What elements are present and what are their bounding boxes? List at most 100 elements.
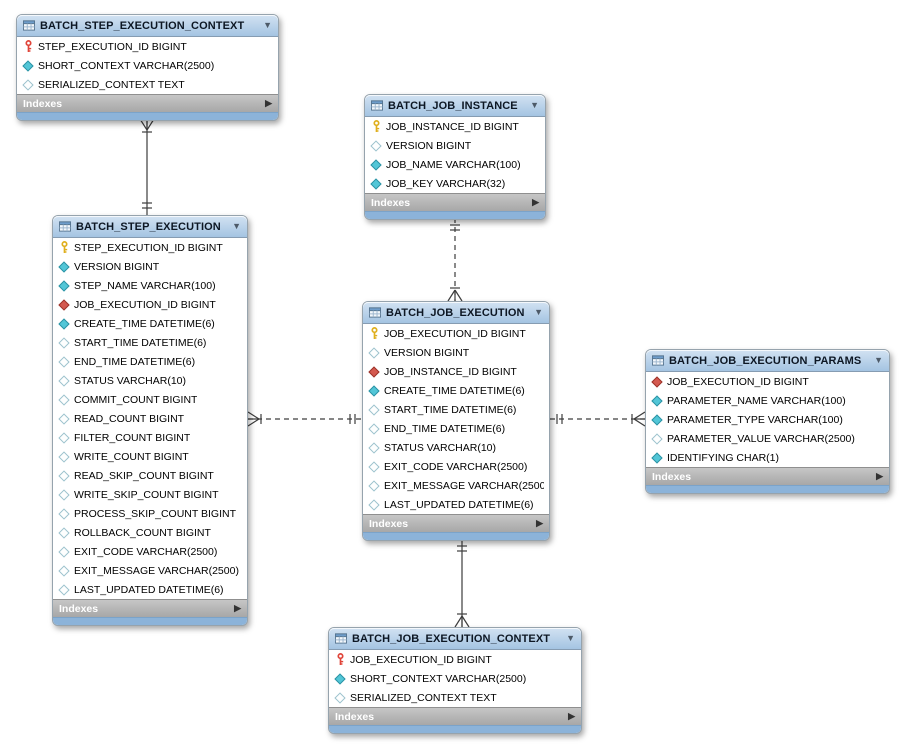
column-row[interactable]: VERSION BIGINT: [363, 343, 549, 362]
relationship-batch_job_execution--batch_job_execution_context[interactable]: [454, 539, 470, 628]
collapse-triangle-icon[interactable]: ▼: [534, 307, 543, 317]
indexes-bar[interactable]: Indexes ▶: [329, 707, 581, 725]
column-row[interactable]: JOB_EXECUTION_ID BIGINT: [53, 295, 247, 314]
expand-arrow-icon[interactable]: ▶: [568, 711, 575, 721]
column-row[interactable]: START_TIME DATETIME(6): [53, 333, 247, 352]
column-row[interactable]: LAST_UPDATED DATETIME(6): [363, 495, 549, 514]
table-icon: [652, 354, 664, 367]
table-title: BATCH_STEP_EXECUTION_CONTEXT: [40, 19, 245, 32]
column-row[interactable]: SHORT_CONTEXT VARCHAR(2500): [329, 669, 581, 688]
collapse-triangle-icon[interactable]: ▼: [566, 633, 575, 643]
column-row[interactable]: END_TIME DATETIME(6): [53, 352, 247, 371]
column-row[interactable]: PARAMETER_VALUE VARCHAR(2500): [646, 429, 889, 448]
indexes-bar[interactable]: Indexes ▶: [646, 467, 889, 485]
column-row[interactable]: JOB_EXECUTION_ID BIGINT: [646, 372, 889, 391]
column-label: COMMIT_COUNT BIGINT: [74, 393, 198, 406]
column-row[interactable]: EXIT_MESSAGE VARCHAR(2500): [363, 476, 549, 495]
column-label: END_TIME DATETIME(6): [384, 422, 506, 435]
column-row[interactable]: ROLLBACK_COUNT BIGINT: [53, 523, 247, 542]
column-row[interactable]: STEP_EXECUTION_ID BIGINT: [17, 37, 278, 56]
table-header[interactable]: BATCH_JOB_EXECUTION_CONTEXT ▼: [329, 628, 581, 650]
collapse-triangle-icon[interactable]: ▼: [232, 221, 241, 231]
indexes-bar[interactable]: Indexes▶: [365, 193, 545, 211]
column-row[interactable]: PARAMETER_TYPE VARCHAR(100): [646, 410, 889, 429]
column-row[interactable]: IDENTIFYING CHAR(1): [646, 448, 889, 467]
column-label: START_TIME DATETIME(6): [384, 403, 517, 416]
column-row[interactable]: SERIALIZED_CONTEXT TEXT: [17, 75, 278, 94]
expand-arrow-icon[interactable]: ▶: [536, 518, 543, 528]
table-title: BATCH_JOB_EXECUTION_CONTEXT: [352, 632, 551, 645]
table-header[interactable]: BATCH_JOB_EXECUTION_PARAMS▼: [646, 350, 889, 372]
column-row[interactable]: PARAMETER_NAME VARCHAR(100): [646, 391, 889, 410]
collapse-triangle-icon[interactable]: ▼: [530, 100, 539, 110]
table-batch_job_execution[interactable]: BATCH_JOB_EXECUTION▼JOB_EXECUTION_ID BIG…: [362, 301, 550, 541]
column-row[interactable]: READ_SKIP_COUNT BIGINT: [53, 466, 247, 485]
not-null-diamond-icon: [58, 260, 70, 273]
table-batch_step_execution_context[interactable]: BATCH_STEP_EXECUTION_CONTEXT ▼ STEP_EXECUT…: [16, 14, 279, 121]
indexes-label: Indexes: [652, 470, 692, 483]
nullable-diamond-icon: [370, 139, 382, 152]
column-row[interactable]: JOB_NAME VARCHAR(100): [365, 155, 545, 174]
column-row[interactable]: EXIT_MESSAGE VARCHAR(2500): [53, 561, 247, 580]
expand-arrow-icon[interactable]: ▶: [532, 197, 539, 207]
collapse-triangle-icon[interactable]: ▼: [874, 355, 883, 365]
indexes-bar[interactable]: Indexes▶: [17, 94, 278, 112]
column-row[interactable]: VERSION BIGINT: [365, 136, 545, 155]
column-row[interactable]: JOB_EXECUTION_ID BIGINT: [363, 324, 549, 343]
collapse-triangle-icon[interactable]: ▼: [263, 20, 272, 30]
relationship-batch_step_execution--batch_job_execution[interactable]: [247, 411, 362, 427]
column-row[interactable]: JOB_INSTANCE_ID BIGINT: [363, 362, 549, 381]
column-row[interactable]: EXIT_CODE VARCHAR(2500): [363, 457, 549, 476]
column-row[interactable]: READ_COUNT BIGINT: [53, 409, 247, 428]
relationship-batch_job_instance--batch_job_execution[interactable]: [447, 218, 463, 302]
indexes-label: Indexes: [59, 602, 99, 615]
column-row[interactable]: FILTER_COUNT BIGINT: [53, 428, 247, 447]
table-batch_step_execution[interactable]: BATCH_STEP_EXECUTION▼STEP_EXECUTION_ID B…: [52, 215, 248, 626]
column-label: SHORT_CONTEXT VARCHAR(2500): [38, 59, 215, 72]
column-row[interactable]: JOB_INSTANCE_ID BIGINT: [365, 117, 545, 136]
column-row[interactable]: SHORT_CONTEXT VARCHAR(2500): [17, 56, 278, 75]
column-row[interactable]: EXIT_CODE VARCHAR(2500): [53, 542, 247, 561]
column-row[interactable]: START_TIME DATETIME(6): [363, 400, 549, 419]
table-batch_job_execution_params[interactable]: BATCH_JOB_EXECUTION_PARAMS▼JOB_EXECUTION…: [645, 349, 890, 494]
expand-arrow-icon[interactable]: ▶: [234, 603, 241, 613]
table-icon: [23, 19, 35, 32]
column-row[interactable]: STEP_EXECUTION_ID BIGINT: [53, 238, 247, 257]
indexes-bar[interactable]: Indexes ▶: [53, 599, 247, 617]
table-batch_job_execution_context[interactable]: BATCH_JOB_EXECUTION_CONTEXT ▼ JOB_EXECUTIO…: [328, 627, 582, 734]
table-header[interactable]: BATCH_JOB_EXECUTION▼: [363, 302, 549, 324]
column-row[interactable]: COMMIT_COUNT BIGINT: [53, 390, 247, 409]
nullable-diamond-icon: [58, 393, 70, 406]
column-row[interactable]: WRITE_COUNT BIGINT: [53, 447, 247, 466]
relationship-batch_job_execution--batch_job_execution_params[interactable]: [550, 411, 646, 427]
column-row[interactable]: CREATE_TIME DATETIME(6): [53, 314, 247, 333]
column-label: PARAMETER_TYPE VARCHAR(100): [667, 413, 843, 426]
column-row[interactable]: PROCESS_SKIP_COUNT BIGINT: [53, 504, 247, 523]
column-row[interactable]: JOB_EXECUTION_ID BIGINT: [329, 650, 581, 669]
indexes-bar[interactable]: Indexes▶: [363, 514, 549, 532]
expand-arrow-icon[interactable]: ▶: [265, 98, 272, 108]
expand-arrow-icon[interactable]: ▶: [876, 471, 883, 481]
column-row[interactable]: STATUS VARCHAR(10): [53, 371, 247, 390]
column-row[interactable]: STEP_NAME VARCHAR(100): [53, 276, 247, 295]
column-row[interactable]: STATUS VARCHAR(10): [363, 438, 549, 457]
column-label: EXIT_CODE VARCHAR(2500): [384, 460, 528, 473]
column-row[interactable]: LAST_UPDATED DATETIME(6): [53, 580, 247, 599]
column-row[interactable]: VERSION BIGINT: [53, 257, 247, 276]
nullable-diamond-icon: [368, 498, 380, 511]
nullable-diamond-icon: [58, 336, 70, 349]
column-row[interactable]: JOB_KEY VARCHAR(32): [365, 174, 545, 193]
column-row[interactable]: CREATE_TIME DATETIME(6): [363, 381, 549, 400]
table-header[interactable]: BATCH_JOB_INSTANCE▼: [365, 95, 545, 117]
table-footer-strip: [363, 532, 549, 540]
indexes-label: Indexes: [335, 710, 375, 723]
table-batch_job_instance[interactable]: BATCH_JOB_INSTANCE▼JOB_INSTANCE_ID BIGIN…: [364, 94, 546, 220]
nullable-diamond-icon: [22, 78, 34, 91]
column-row[interactable]: SERIALIZED_CONTEXT TEXT: [329, 688, 581, 707]
column-row[interactable]: WRITE_SKIP_COUNT BIGINT: [53, 485, 247, 504]
table-header[interactable]: BATCH_STEP_EXECUTION_CONTEXT ▼: [17, 15, 278, 37]
table-header[interactable]: BATCH_STEP_EXECUTION▼: [53, 216, 247, 238]
relationship-batch_step_execution_context--batch_step_execution[interactable]: [139, 118, 155, 215]
column-row[interactable]: END_TIME DATETIME(6): [363, 419, 549, 438]
